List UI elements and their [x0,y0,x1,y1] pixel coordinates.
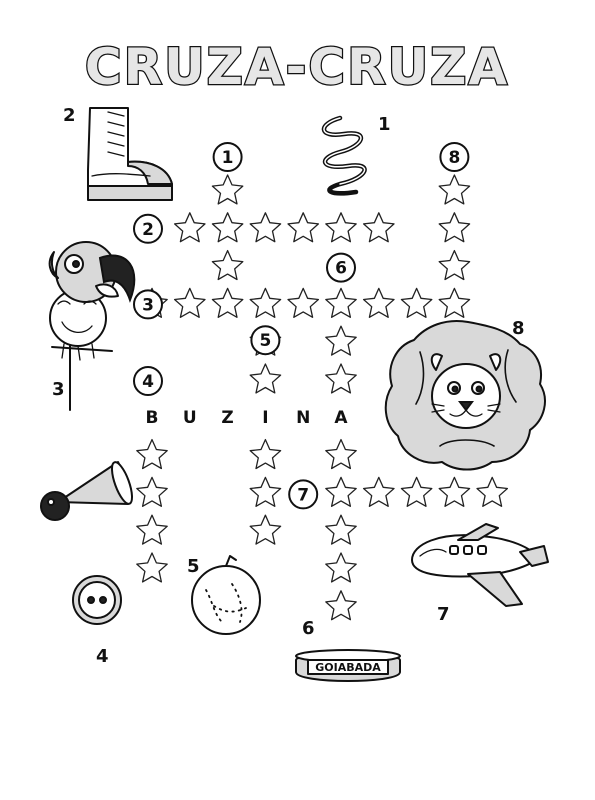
page-title: CRUZA-CRUZA [85,38,509,96]
star-cell[interactable] [325,590,357,621]
star-cell[interactable] [438,249,471,281]
spring-icon [321,115,367,196]
star-cell[interactable] [249,212,282,243]
letter-cell[interactable]: N [296,408,310,428]
star-cell[interactable] [249,363,282,394]
star-cell[interactable] [249,287,282,318]
star-cell[interactable] [438,476,471,507]
star-cell[interactable] [438,174,471,205]
lion-icon [384,320,546,471]
parrot-icon [48,241,136,411]
clue-number: 2 [142,220,154,240]
letter-cell[interactable]: Z [221,408,233,428]
star-cell[interactable] [325,363,357,394]
clue-number-circle [212,142,243,172]
orange-icon [191,555,261,635]
star-cell[interactable] [438,287,471,318]
star-cell[interactable] [249,438,282,470]
clue-number-circle [133,213,163,244]
star-cell[interactable] [325,438,357,470]
clue-number: 4 [142,372,154,392]
clue-number-circle [326,252,356,283]
clue-number: 7 [297,485,309,505]
clue-number-circle [250,325,281,356]
star-cell[interactable] [362,476,395,507]
letter-cell[interactable]: I [262,408,268,428]
picture-number-8: 8 [512,318,525,339]
star-cell[interactable] [325,212,357,243]
goiabada-label: GOIABADA [315,661,381,674]
star-cell[interactable] [173,287,206,318]
star-cell[interactable] [136,438,168,470]
star-cell[interactable] [325,514,357,545]
picture-number-7: 7 [437,604,450,625]
picture-number-3: 3 [52,379,65,400]
boot-icon [87,107,173,201]
picture-number-5: 5 [187,556,200,577]
clue-number-circle [288,479,319,510]
star-cell[interactable] [211,287,244,318]
picture-number-1: 1 [378,114,391,135]
star-cell[interactable] [362,212,395,243]
letter-cell[interactable]: B [146,408,159,428]
clue-number: 6 [335,259,347,279]
goiabada-jar-icon [295,649,401,682]
star-cell[interactable] [211,249,244,281]
star-cell[interactable] [136,514,168,545]
clue-number: 8 [448,148,460,168]
picture-number-6: 6 [302,618,315,639]
star-cell[interactable] [211,174,244,205]
star-cell[interactable] [287,212,320,243]
star-cell[interactable] [400,476,433,507]
star-cell[interactable] [287,287,320,318]
star-cell[interactable] [400,287,433,318]
star-cell[interactable] [249,514,282,545]
star-cell[interactable] [211,212,244,243]
clue-number: 3 [142,295,154,315]
airplane-icon [411,523,549,607]
button-icon [72,575,122,625]
clue-number-circle [133,289,163,320]
picture-number-4: 4 [96,646,109,667]
star-cell[interactable] [325,287,357,318]
star-cell[interactable] [362,287,395,318]
star-cell[interactable] [136,552,168,583]
star-cell[interactable] [325,552,357,583]
clue-markers: 1 8 2 6 3 5 4 7 [133,142,470,510]
letter-cell[interactable]: A [334,408,348,428]
star-cell[interactable] [249,476,282,507]
clue-number: 1 [222,148,234,168]
star-cell[interactable] [476,476,509,507]
letter-cell[interactable]: U [183,408,197,428]
star-cell[interactable] [325,476,357,507]
clue-number-circle [439,142,470,172]
horn-icon [40,461,133,521]
picture-number-2: 2 [63,105,76,126]
clue-number: 5 [259,331,271,351]
star-cell[interactable] [325,325,357,356]
star-cell[interactable] [136,476,168,507]
star-cell[interactable] [438,212,471,243]
clue-number-circle [133,366,163,396]
star-cell[interactable] [173,212,206,243]
